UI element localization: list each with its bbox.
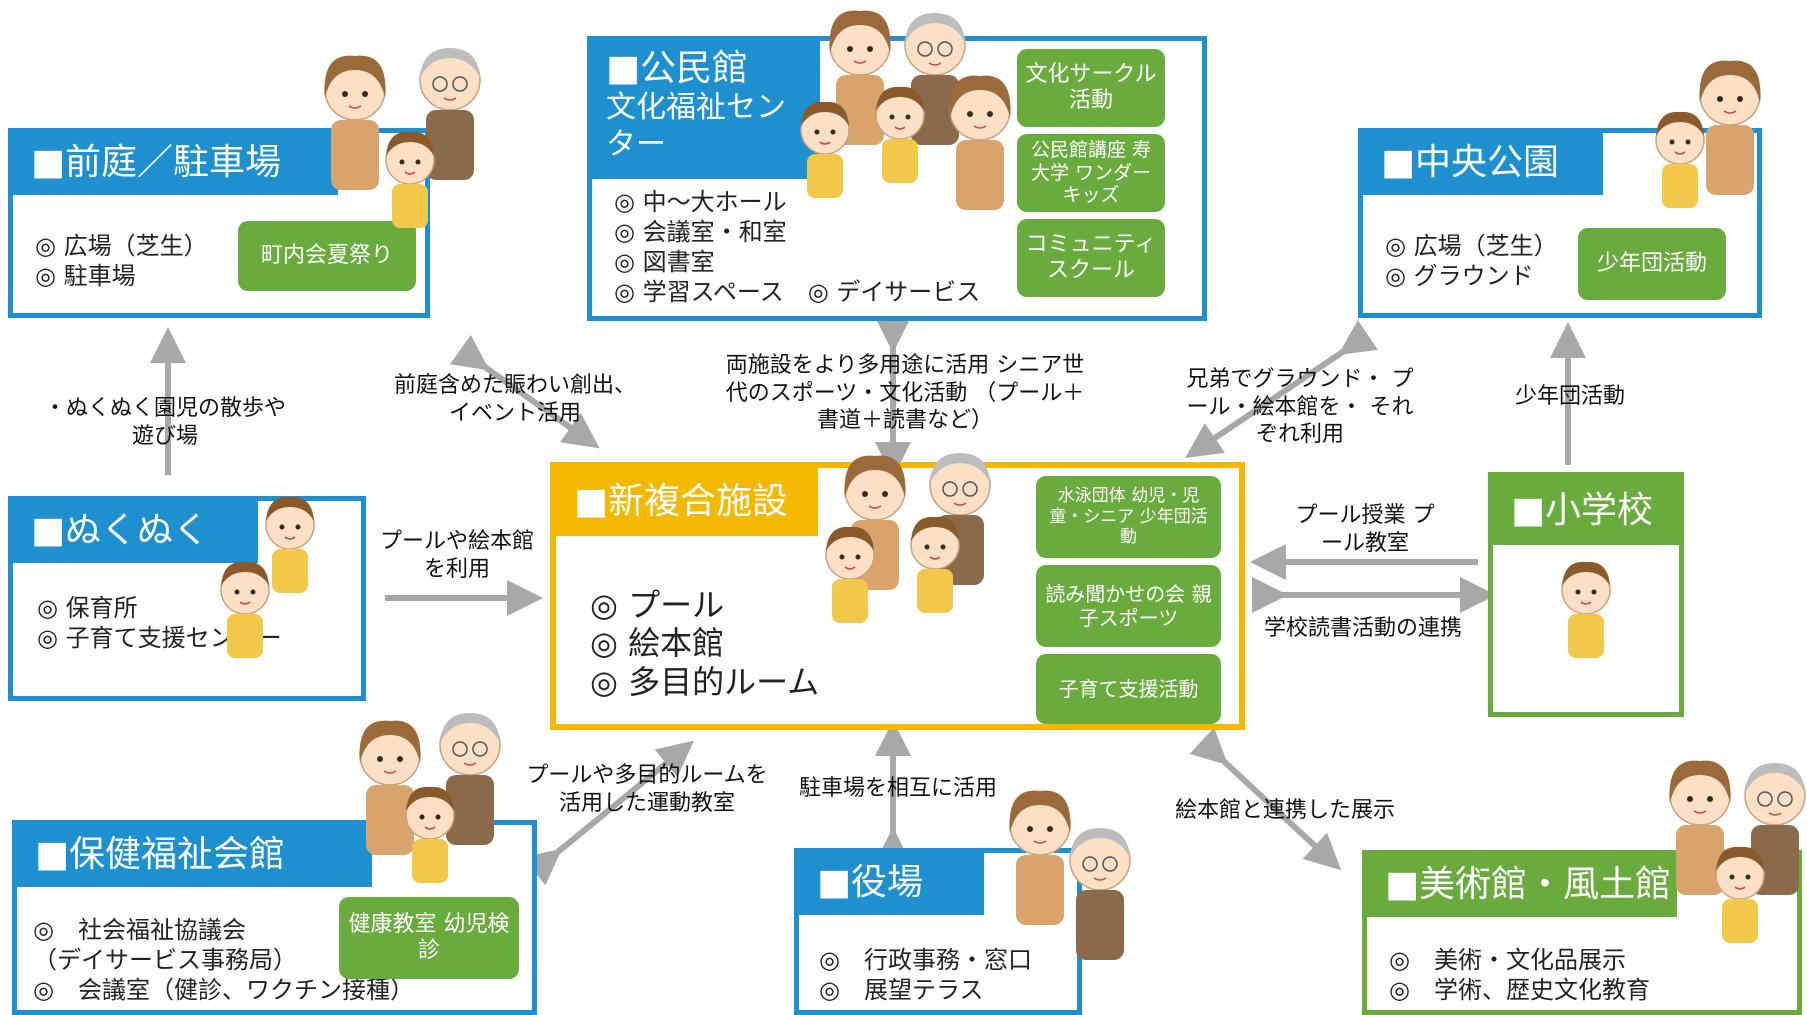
tag-shonendan: 少年団活動 xyxy=(1578,228,1726,300)
box-nukunuku-title: ■ぬくぬく xyxy=(13,501,258,563)
list-item: ◎ 多目的ルーム xyxy=(590,662,820,701)
box-bijutsukan: ■美術館・風土館 ◎ 美術・文化品展示 ◎ 学術、歴史文化教育 xyxy=(1362,850,1802,1015)
box-yakuba-title: ■役場 xyxy=(799,853,984,915)
tag-community-school: コミュニティスクール xyxy=(1017,219,1165,297)
label-school-center-2: 学校読書活動の連携 xyxy=(1263,616,1462,641)
tag-chonaikai: 町内会夏祭り xyxy=(238,221,416,291)
box-chuo-items: ◎ 広場（芝生） ◎ グラウンド xyxy=(1385,231,1558,291)
list-item: ◎ 中～大ホール xyxy=(614,188,787,216)
box-kouminkan-title: ■公民館 文化福祉センター xyxy=(592,41,820,179)
box-shogakko-title: ■小学校 xyxy=(1493,477,1679,545)
list-item: ◎ 学習スペース ◎ デイサービス xyxy=(614,278,981,306)
box-center-items: ◎ プール ◎ 絵本館 ◎ 多目的ルーム xyxy=(590,586,819,701)
tag-suiei: 水泳団体 幼児・児童・シニア 少年団活動 xyxy=(1036,476,1221,558)
label-school-chuo: 少年団活動 xyxy=(1514,384,1625,409)
box-nukunuku: ■ぬくぬく ◎ 保育所 ◎ 子育て支援センター xyxy=(8,496,366,701)
label-hoken-center: プールや多目的ルームを 活用した運動教室 xyxy=(526,763,768,816)
box-center-title: ■新複合施設 xyxy=(556,468,818,536)
list-item: ◎ 図書室 xyxy=(614,248,715,276)
box-kouminkan-items: ◎ 中～大ホール ◎ 会議室・和室 ◎ 図書室 ◎ 学習スペース ◎ デイサービ… xyxy=(614,187,980,307)
tag-bunka-circle: 文化サークル活動 xyxy=(1017,49,1165,127)
label-nukunuku-up: ・ぬくぬく園児の散歩や 遊び場 xyxy=(43,396,286,449)
list-item: ◎ 駐車場 xyxy=(35,262,136,290)
box-hoken: ■保健福祉会館 ◎ 社会福祉協議会 （デイサービス事務局） ◎ 会議室（健診、ワ… xyxy=(12,820,537,1015)
list-item: ◎ 絵本館 xyxy=(590,624,725,663)
box-yakuba: ■役場 ◎ 行政事務・窓口 ◎ 展望テラス xyxy=(794,848,1082,1015)
box-chuo-koen: ■中央公園 ◎ 広場（芝生） ◎ グラウンド 少年団活動 xyxy=(1358,128,1762,318)
box-nukunuku-items: ◎ 保育所 ◎ 子育て支援センター xyxy=(37,593,282,653)
list-item: ◎ 広場（芝生） xyxy=(1385,232,1558,260)
box-maeniwa-title: ■前庭／駐車場 xyxy=(13,133,338,195)
box-hoken-title: ■保健福祉会館 xyxy=(17,825,372,887)
label-maeniwa-center: 前庭含めた賑わい創出、 イベント活用 xyxy=(393,373,636,426)
list-item: ◎ 保育所 xyxy=(37,594,138,622)
list-item: ◎ 会議室・和室 xyxy=(614,218,787,246)
box-yakuba-items: ◎ 行政事務・窓口 ◎ 展望テラス xyxy=(819,945,1032,1005)
list-item: ◎ 行政事務・窓口 xyxy=(819,946,1032,974)
tag-kouminkan-kouza: 公民館講座 寿大学 ワンダーキッズ xyxy=(1017,134,1165,212)
box-new-facility: ■新複合施設 ◎ プール ◎ 絵本館 ◎ 多目的ルーム 水泳団体 幼児・児童・シ… xyxy=(550,462,1245,730)
tag-yomikikase: 読み聞かせの会 親子スポーツ xyxy=(1036,565,1221,647)
box-bijutsukan-items: ◎ 美術・文化品展示 ◎ 学術、歴史文化教育 xyxy=(1389,945,1650,1005)
label-kouminkan-center: 両施設をより多用途に活用 シニア世代のスポーツ・文化活動 （プール＋書道＋読書な… xyxy=(725,353,1085,433)
kouminkan-title: ■公民館 xyxy=(606,48,749,89)
kouminkan-subtitle: 文化福祉センター xyxy=(606,89,786,163)
label-chuo-center: 兄弟でグラウンド・ プール・絵本館を・ それぞれ利用 xyxy=(1186,367,1414,447)
list-item: ◎ 展望テラス xyxy=(819,976,984,1004)
box-kouminkan: ■公民館 文化福祉センター ◎ 中～大ホール ◎ 会議室・和室 ◎ 図書室 ◎ … xyxy=(587,36,1207,321)
label-yakuba-center: 駐車場を相互に活用 xyxy=(798,776,997,801)
box-bijutsukan-title: ■美術館・風土館 xyxy=(1367,855,1677,917)
list-item: ◎ 広場（芝生） xyxy=(35,232,208,260)
list-item: ◎ グラウンド xyxy=(1385,262,1534,290)
tag-kenko-kyoshitsu: 健康教室 幼児検診 xyxy=(339,897,519,979)
list-item: （デイサービス事務局） xyxy=(33,946,297,974)
list-item: ◎ 学術、歴史文化教育 xyxy=(1389,976,1650,1004)
label-nukunuku-center: プールや絵本館 を利用 xyxy=(379,529,534,582)
list-item: ◎ 子育て支援センター xyxy=(37,624,282,652)
box-shogakko: ■小学校 xyxy=(1488,472,1684,717)
list-item: ◎ 会議室（健診、ワクチン接種） xyxy=(33,976,414,1004)
box-hoken-items: ◎ 社会福祉協議会 （デイサービス事務局） ◎ 会議室（健診、ワクチン接種） xyxy=(33,915,414,1005)
list-item: ◎ プール xyxy=(590,586,725,624)
tag-kosodate-shien: 子育て支援活動 xyxy=(1036,654,1221,724)
label-school-center-1: プール授業 プール教室 xyxy=(1295,503,1435,556)
box-chuo-title: ■中央公園 xyxy=(1363,133,1603,195)
list-item: ◎ 社会福祉協議会 xyxy=(33,916,246,944)
label-bijutsu-center: 絵本館と連携した展示 xyxy=(1174,798,1395,823)
list-item: ◎ 美術・文化品展示 xyxy=(1389,946,1626,974)
box-maeniwa: ■前庭／駐車場 ◎ 広場（芝生） ◎ 駐車場 町内会夏祭り xyxy=(8,128,430,318)
box-maeniwa-items: ◎ 広場（芝生） ◎ 駐車場 xyxy=(35,231,208,291)
